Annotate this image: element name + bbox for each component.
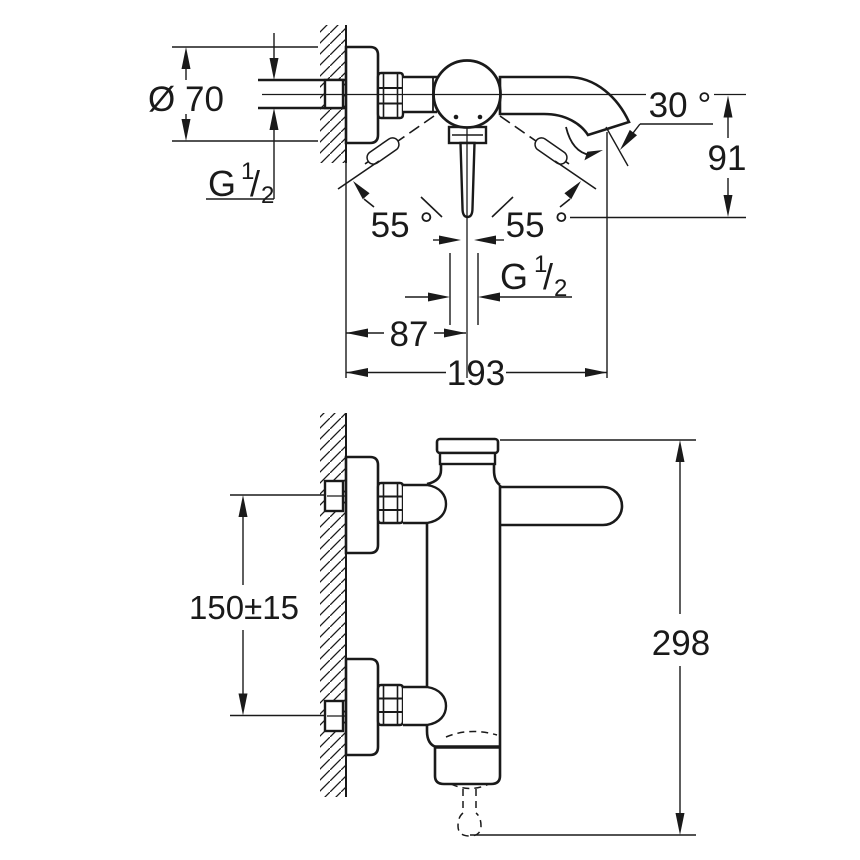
label-overall-height: 298	[652, 624, 710, 663]
pivot-dot	[477, 114, 483, 120]
nut-body	[376, 71, 405, 120]
dim-arrowhead	[585, 368, 607, 377]
connector-horn	[426, 483, 448, 525]
dim-arrowhead	[675, 813, 685, 835]
spout	[498, 75, 631, 137]
hidden-nipple-tip	[457, 812, 482, 837]
label-spout-angle: 30 °	[649, 86, 712, 125]
dim-arrowhead	[620, 129, 637, 150]
dim-arrowhead	[181, 47, 191, 69]
dim-wall-to-spout: 193	[346, 132, 608, 393]
dim-spout-height: 91	[570, 95, 747, 219]
hidden-edge-arc	[450, 783, 490, 790]
angle-arrowhead-left	[353, 181, 370, 200]
label-wall-to-spout: 193	[447, 354, 505, 393]
union-nut-top	[376, 481, 405, 525]
dim-spout-angle: 30 °	[620, 86, 713, 150]
body-lower-left-edge	[425, 725, 437, 749]
cap-disc	[435, 437, 500, 455]
dim-arrowhead	[723, 95, 733, 118]
dim-arrowhead	[428, 292, 450, 302]
dim-thread-bottom: G 1 / 2	[405, 251, 572, 325]
label-flange-diameter: Ø 70	[148, 80, 224, 119]
dim-arrowhead	[269, 58, 279, 80]
nut-body	[376, 481, 405, 525]
nut-body	[376, 683, 405, 727]
lever-swivel-ghosts	[337, 115, 597, 218]
neck-left-edge	[426, 464, 443, 486]
dim-arrowhead	[723, 195, 733, 217]
connector-fill	[403, 688, 427, 724]
escutcheon-flange-top	[344, 455, 380, 555]
swivel-ray-left	[337, 160, 380, 190]
connector-horn	[426, 685, 448, 727]
label-thread-denominator: 2	[261, 182, 274, 209]
dim-arrowhead	[238, 495, 248, 517]
escutcheon-flange-bottom	[344, 657, 380, 757]
label-thread-numerator: 1	[534, 251, 547, 278]
faucet-body	[425, 437, 624, 837]
dim-arrowhead	[238, 693, 248, 716]
dim-arrowhead	[675, 440, 685, 462]
connector-fill	[403, 486, 427, 522]
dim-overall-height: 298	[470, 439, 710, 836]
dim-arrowhead	[478, 292, 500, 302]
side-view: 150±15 298	[189, 413, 710, 837]
label-wall-to-lever: 87	[390, 315, 429, 354]
ghost-lever-capsule-right	[534, 137, 568, 165]
angle-arrow-tail-left	[363, 198, 375, 208]
swivel-ray-right-inner	[491, 196, 514, 218]
pivot-dot	[453, 114, 459, 120]
dim-inlet-distance: 150±15	[189, 494, 325, 717]
swivel-ray-left-inner	[420, 196, 443, 218]
dim-arrowhead	[439, 235, 461, 245]
spout-angle-construction-line	[605, 126, 629, 167]
cap-ring	[438, 451, 497, 466]
ghost-lever-capsule-left	[366, 137, 400, 165]
neck-right-edge	[492, 464, 501, 487]
label-thread-slash: /	[250, 163, 260, 204]
dim-arrowhead	[181, 119, 191, 141]
dim-lever-width	[433, 235, 504, 245]
union-nut-bottom	[376, 683, 405, 727]
lever-handle	[500, 485, 624, 527]
dim-arrowhead	[444, 328, 466, 338]
front-view: Ø 70 G 1 / 2 30 ° 91	[148, 25, 746, 393]
dim-flange-diameter: Ø 70	[148, 46, 318, 142]
angle-arrowhead-right	[564, 181, 581, 200]
label-inlet-distance: 150±15	[189, 589, 299, 626]
inlet-connectors	[403, 483, 448, 727]
label-thread-slash: /	[543, 256, 553, 297]
wall-hatching	[320, 413, 346, 797]
label-spout-height: 91	[708, 139, 747, 178]
dim-arrowhead	[269, 108, 279, 130]
dim-wall-to-lever: 87	[346, 315, 466, 354]
spout-tilt-arrowhead	[584, 150, 603, 161]
label-thread-prefix: G	[500, 256, 528, 297]
dim-thread-top: G 1 / 2	[206, 33, 279, 209]
outlet-bell	[433, 747, 502, 786]
hidden-edge-arc	[445, 730, 498, 738]
label-thread-numerator: 1	[241, 158, 254, 185]
union-nut	[376, 71, 405, 120]
label-thread-denominator: 2	[554, 275, 567, 302]
label-thread-prefix: G	[208, 163, 236, 204]
label-swivel-angle-left: 55 °	[371, 206, 434, 245]
angle-arrow-tail-right	[559, 198, 571, 208]
dim-arrowhead	[474, 235, 496, 245]
swivel-ray-right	[554, 160, 597, 190]
label-swivel-angle-right: 55 °	[506, 206, 569, 245]
